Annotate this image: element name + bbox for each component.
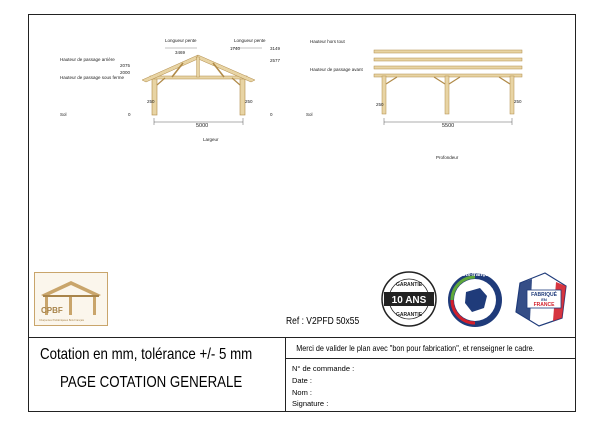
svg-text:EN: EN — [541, 297, 547, 302]
side-post-right-value: 250 — [514, 99, 522, 104]
drawing-sheet-frame — [28, 14, 576, 412]
longueur-pente-right-label: Longueur pente — [234, 38, 266, 43]
cotation-text: Cotation en mm, tolérance +/- 5 mm — [40, 346, 253, 363]
brace-left — [156, 77, 166, 86]
zero-right-value: 0 — [270, 112, 273, 117]
svg-text:bois-français: bois-français — [459, 272, 493, 278]
hauteur-hors-tout-label: Hauteur hors tout — [310, 39, 346, 44]
order-number-field[interactable]: N° de commande : — [292, 364, 355, 373]
h-avant-value: 2577 — [270, 58, 281, 63]
front-post-right — [239, 77, 246, 116]
hors-tout-value: 3149 — [270, 46, 281, 51]
svg-text:CPBF: CPBF — [41, 306, 63, 315]
cpbf-logo: CPBF Charpentes Préfabriquées Bois Franç… — [34, 272, 108, 326]
svg-text:FRANCE: FRANCE — [534, 302, 555, 308]
validation-instruction: Merci de valider le plan avec "bon pour … — [286, 338, 576, 359]
depth-caption: Profondeur — [436, 155, 459, 160]
h-sous-ferme-value: 2000 — [120, 70, 131, 75]
side-post-right — [509, 75, 515, 115]
name-field[interactable]: Nom : — [292, 388, 313, 397]
post-left-value: 250 — [147, 99, 155, 104]
h-arriere-value: 2075 — [120, 63, 131, 68]
svg-text:GARANTIE: GARANTIE — [396, 282, 423, 288]
side-post-middle — [444, 75, 450, 115]
bois-francais-badge: bois-français — [448, 272, 502, 327]
king-post — [196, 56, 200, 78]
depth-dim-value: 5500 — [442, 123, 454, 129]
page-title: PAGE COTATION GENERALE — [60, 374, 243, 391]
strut-left — [171, 62, 184, 78]
date-field[interactable]: Date : — [292, 376, 313, 385]
hauteur-sous-ferme-label: Hauteur de passage sous ferme — [60, 75, 125, 80]
strut-right — [212, 62, 225, 78]
front-post-left — [151, 77, 158, 116]
front-view: 5000 Largeur Longueur pente Longueur pen… — [60, 38, 364, 142]
reference-label: Ref : V2PFD 50x55 — [286, 316, 360, 327]
fabrique-en-france-badge: FABRIQUÉ EN FRANCE — [515, 272, 567, 327]
post-right-value: 250 — [245, 99, 253, 104]
garantie-10-ans-badge: 10 ANS GARANTIE GARANTIE — [381, 271, 437, 327]
pente-left-value: 3469 — [175, 50, 186, 55]
sol-label-right: Sol — [306, 112, 313, 117]
zero-left-value: 0 — [128, 112, 131, 117]
longueur-pente-left-label: Longueur pente — [165, 38, 197, 43]
hauteur-avant-label: Hauteur de passage avant — [310, 67, 364, 72]
width-caption: Largeur — [203, 137, 219, 142]
pente-right-value: 1740 — [230, 46, 241, 51]
side-post-left — [381, 75, 387, 115]
france-map-icon — [465, 288, 487, 312]
width-dim-value: 5000 — [196, 123, 208, 129]
svg-text:GARANTIE: GARANTIE — [396, 312, 423, 318]
title-block-left: Cotation en mm, tolérance +/- 5 mm PAGE … — [28, 338, 286, 412]
svg-text:Charpentes Préfabriquées Bois: Charpentes Préfabriquées Bois Français — [39, 319, 85, 322]
svg-text:10 ANS: 10 ANS — [392, 295, 427, 306]
signature-field[interactable]: Signature : — [292, 399, 329, 408]
side-view: 5500 250 250 Profondeur — [373, 49, 523, 160]
side-post-left-value: 250 — [376, 102, 384, 107]
brace-right — [231, 77, 241, 86]
hauteur-arriere-label: Hauteur de passage arrière — [60, 57, 115, 62]
svg-text:FABRIQUÉ: FABRIQUÉ — [531, 290, 558, 298]
title-block: Cotation en mm, tolérance +/- 5 mm PAGE … — [28, 337, 576, 413]
sol-label-left: Sol — [60, 112, 67, 117]
